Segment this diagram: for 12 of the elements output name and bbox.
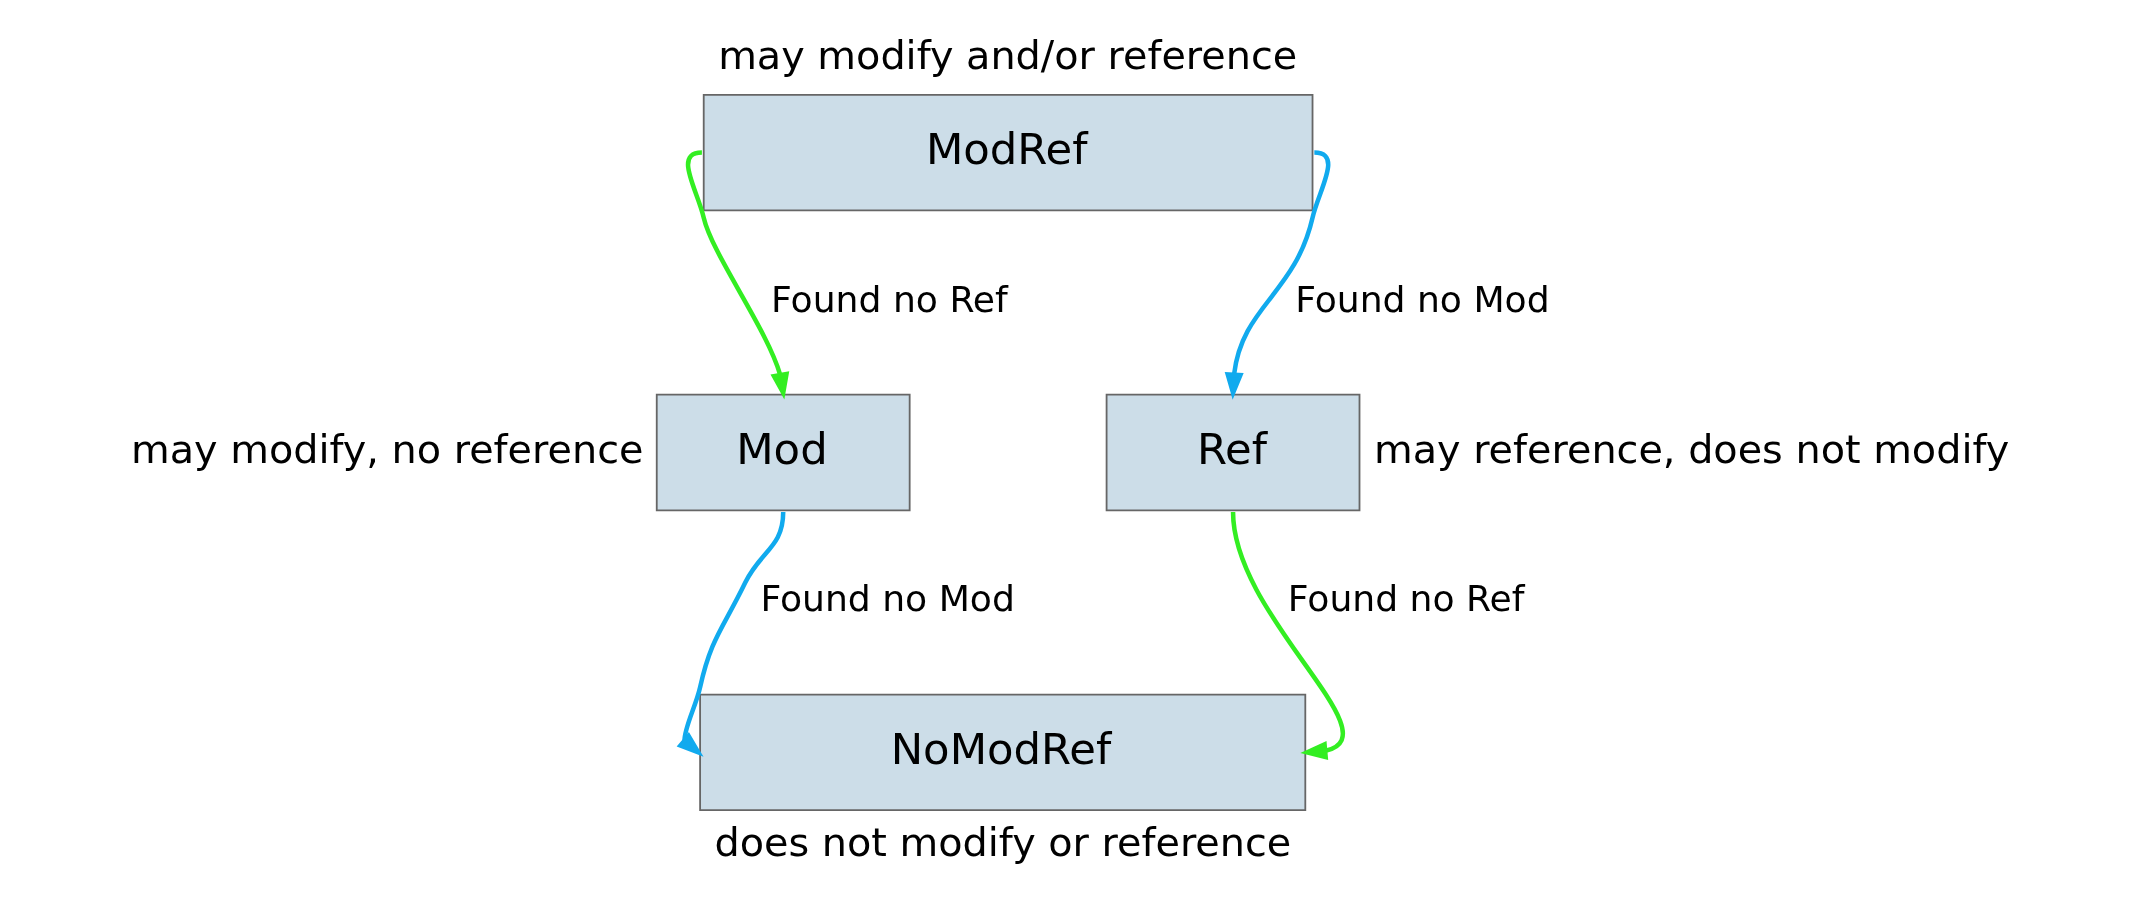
node-label: does not modify or reference <box>714 819 1291 866</box>
arrow <box>685 150 789 400</box>
node-label: may reference, does not modify <box>1373 425 2009 472</box>
arrow <box>676 512 785 757</box>
arrow <box>1224 150 1330 400</box>
edge-label: Found no Ref <box>1287 577 1524 621</box>
node-label: may modify and/or reference <box>717 31 1297 78</box>
node-label: may modify, no reference <box>130 425 643 472</box>
edge-label: Found no Ref <box>770 277 1008 321</box>
arrow <box>1230 511 1345 761</box>
edge-label: Found no Mod <box>759 577 1015 621</box>
edge-label: Found no Mod <box>1294 277 1550 321</box>
